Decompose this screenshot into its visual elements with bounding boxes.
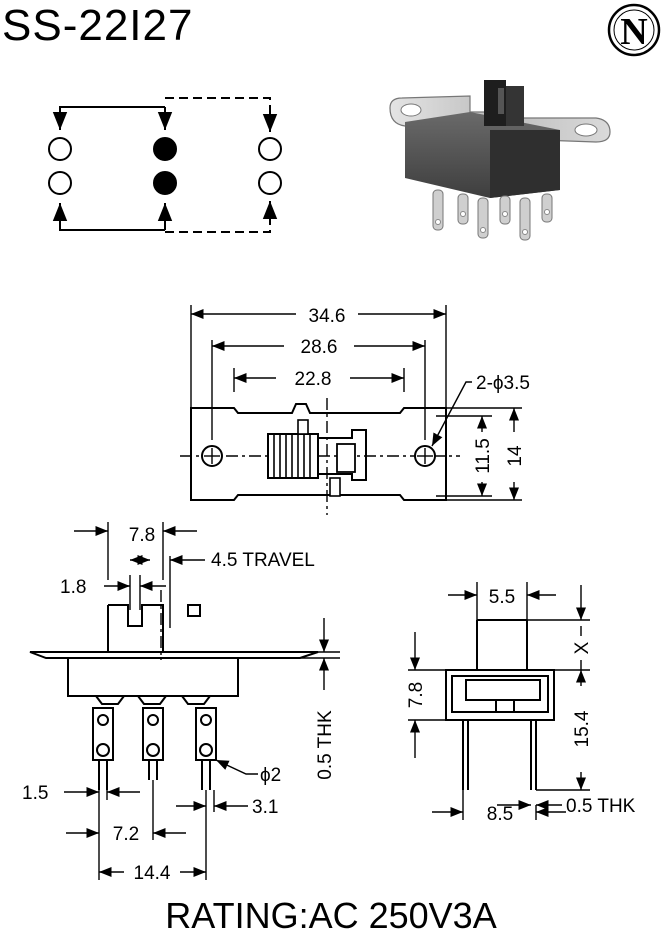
dim-mounting-holes: 2-ϕ3.5 — [476, 373, 530, 394]
dim-pin-gap: 3.1 — [252, 797, 278, 818]
dim-pin-spacing: 8.5 — [487, 804, 513, 825]
dim-plate-height: 14 — [505, 445, 526, 467]
dim-slot-gap: 1.8 — [60, 577, 86, 598]
dim-hole-span: 28.6 — [301, 337, 338, 358]
dim-travel: 4.5 TRAVEL — [211, 550, 315, 571]
model-title: SS-22I27 — [2, 1, 193, 50]
end-view-drawing — [408, 582, 590, 820]
contact-open — [48, 171, 72, 195]
dim-body-height: 7.8 — [406, 682, 427, 708]
dim-pin-hole: ϕ2 — [260, 765, 281, 786]
contact-open — [258, 137, 282, 161]
contact-common — [153, 137, 177, 161]
dim-pin-width: 1.5 — [22, 783, 48, 804]
circuit-schematic — [48, 97, 282, 233]
dim-pin-span: 14.4 — [134, 863, 171, 884]
dim-plate-inner-height: 11.5 — [473, 438, 494, 474]
logo-letter: N — [620, 11, 647, 53]
dim-pin-length: 15.4 — [572, 710, 593, 747]
dim-body-length: 22.8 — [295, 369, 332, 390]
dim-actuator-top-width: 5.5 — [489, 587, 515, 608]
dim-x-label: X — [572, 641, 593, 654]
dim-pin-thickness: 0.5 THK — [566, 796, 636, 817]
dim-overall-length: 34.6 — [309, 306, 346, 327]
switch-product-illustration — [389, 80, 611, 241]
contact-open — [258, 171, 282, 195]
brand-logo-icon: N — [607, 3, 661, 57]
top-view-drawing — [180, 305, 522, 515]
dim-actuator-width: 7.8 — [129, 525, 155, 546]
dim-pin-pitch: 7.2 — [113, 824, 139, 845]
contact-common — [153, 171, 177, 195]
contact-open — [48, 137, 72, 161]
dim-plate-thickness: 0.5 THK — [315, 710, 336, 780]
rating-label: RATING:AC 250V3A — [165, 895, 496, 935]
side-view-drawing — [29, 522, 340, 880]
